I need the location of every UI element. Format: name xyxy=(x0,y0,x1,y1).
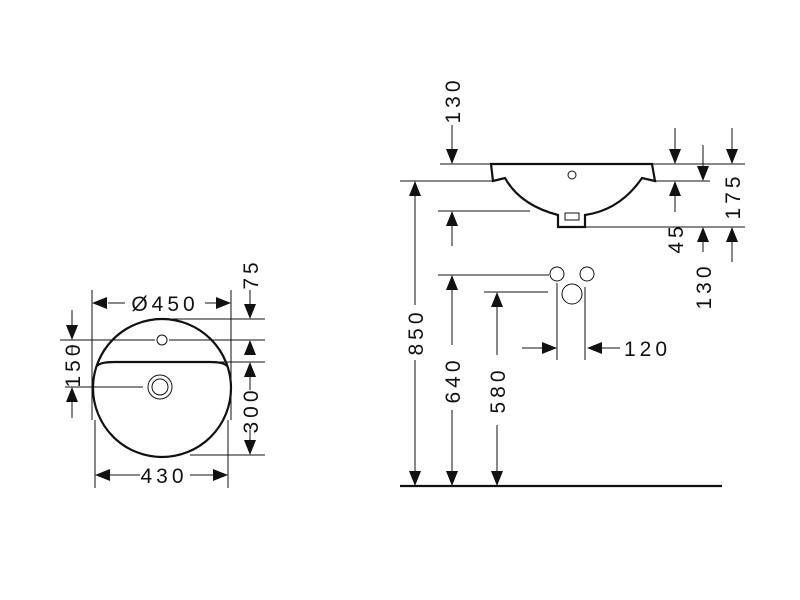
arrowhead-icon xyxy=(409,181,421,196)
side-view: 130 850 640 580 120 45 130 175 xyxy=(400,76,745,488)
dim-300: 300 xyxy=(240,386,263,433)
arrowhead-icon xyxy=(697,227,709,242)
drain-outer xyxy=(147,374,173,400)
arrowhead-icon xyxy=(587,342,602,354)
extension-lines xyxy=(60,290,265,488)
waste-outlet xyxy=(564,212,580,221)
arrowhead-icon xyxy=(409,471,421,486)
drain-inner xyxy=(151,378,169,396)
dim-580: 580 xyxy=(487,366,510,413)
dim-diameter-450: Ø450 xyxy=(131,293,198,316)
dim-130-right: 130 xyxy=(693,262,716,309)
arrowhead-icon xyxy=(542,342,557,354)
arrowhead-icon xyxy=(697,166,709,181)
arrowhead-icon xyxy=(213,469,228,481)
overflow-hole xyxy=(567,170,577,180)
arrowhead-icon xyxy=(491,471,503,486)
supply-right xyxy=(579,266,595,282)
dim-150: 150 xyxy=(62,340,85,387)
arrowhead-icon xyxy=(66,325,78,340)
dim-130-top: 130 xyxy=(442,76,465,123)
basin-front-edge xyxy=(96,360,228,367)
dim-120: 120 xyxy=(624,338,671,361)
arrowhead-icon xyxy=(244,362,256,377)
dimension-arrows xyxy=(66,149,738,486)
arrowhead-icon xyxy=(92,297,107,309)
arrowhead-icon xyxy=(66,387,78,402)
arrowhead-icon xyxy=(244,340,256,355)
arrowhead-icon xyxy=(446,471,458,486)
arrowhead-icon xyxy=(726,227,738,242)
arrowhead-icon xyxy=(446,275,458,290)
arrowhead-icon xyxy=(244,304,256,319)
arrowhead-icon xyxy=(726,149,738,164)
dim-640: 640 xyxy=(442,356,465,403)
dim-175: 175 xyxy=(722,172,745,219)
supply-left xyxy=(549,266,565,282)
extension-lines xyxy=(400,125,745,472)
dim-850: 850 xyxy=(405,308,428,355)
waste-pipe xyxy=(561,283,583,305)
arrowhead-icon xyxy=(669,181,681,196)
arrowhead-icon xyxy=(491,292,503,307)
arrowhead-icon xyxy=(216,297,231,309)
dim-45: 45 xyxy=(665,222,688,253)
arrowhead-icon xyxy=(669,149,681,164)
tap-hole xyxy=(156,334,168,346)
dim-width-430: 430 xyxy=(140,465,187,488)
dim-75: 75 xyxy=(240,258,263,289)
arrowhead-icon xyxy=(244,440,256,455)
arrowhead-icon xyxy=(95,469,110,481)
arrowhead-icon xyxy=(446,211,458,226)
basin-profile xyxy=(489,162,657,229)
top-view: Ø450 430 150 75 300 xyxy=(60,258,265,488)
arrowhead-icon xyxy=(446,149,458,164)
